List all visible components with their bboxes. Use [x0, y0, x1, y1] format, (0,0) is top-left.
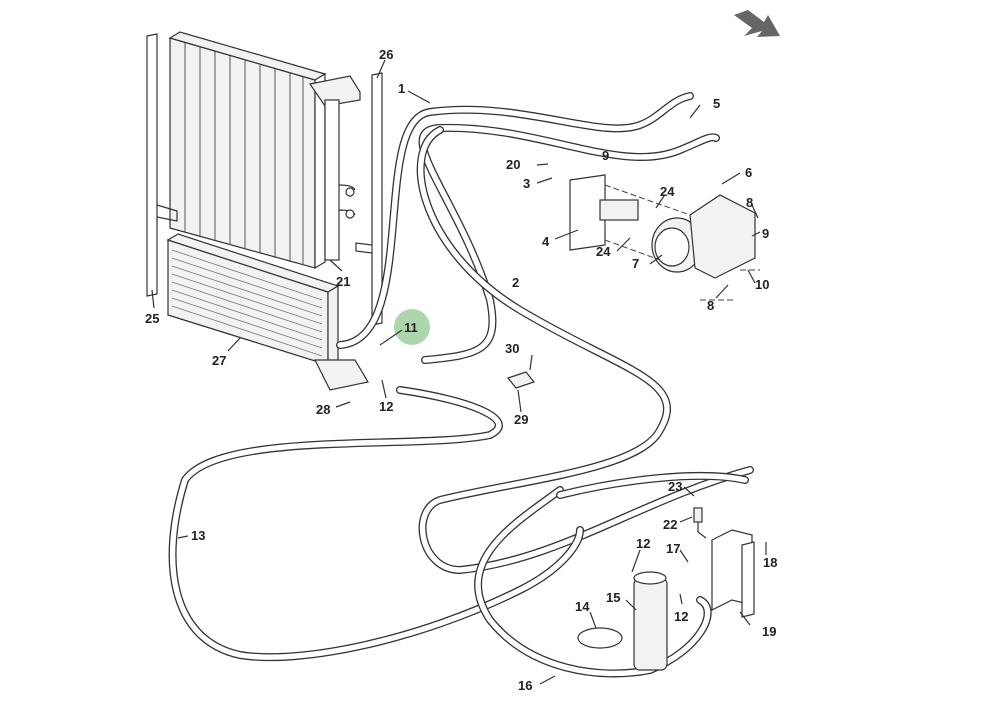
callout-8-bottom: 8	[707, 298, 714, 313]
arrow-right-down-icon	[734, 10, 780, 37]
callout-18: 18	[763, 555, 777, 570]
hose-2b	[416, 126, 754, 574]
hose-1	[336, 92, 694, 349]
clamp	[577, 627, 623, 649]
callout-6: 6	[745, 165, 752, 180]
assembly-lines	[604, 184, 760, 301]
callout-9-top: 9	[762, 226, 769, 241]
evaporator	[166, 233, 369, 391]
callout-1: 1	[398, 81, 405, 96]
hose-16	[474, 486, 712, 678]
callout-3: 3	[523, 176, 530, 191]
condenser	[168, 31, 361, 270]
callout-4: 4	[542, 234, 550, 249]
callout-19: 19	[762, 624, 776, 639]
callout-2: 2	[512, 275, 519, 290]
hose-to-compressor	[556, 471, 749, 499]
callout-23: 23	[668, 479, 682, 494]
callout-26: 26	[379, 47, 393, 62]
seal-strip-left	[146, 33, 178, 297]
pressure-switch	[693, 507, 707, 539]
callout-11: 11	[404, 320, 418, 335]
callout-21: 21	[336, 274, 350, 289]
callout-10: 10	[755, 277, 769, 292]
bracket	[711, 529, 755, 618]
receiver-drier	[633, 571, 668, 671]
callout-12-evap: 12	[379, 399, 393, 414]
callout-8-top: 8	[746, 195, 753, 210]
compressor-bracket	[569, 174, 639, 251]
callout-12-drier-right: 12	[674, 609, 688, 624]
callout-12-drier-top: 12	[636, 536, 650, 551]
leader-lines	[151, 59, 767, 685]
hose-13	[168, 386, 584, 662]
callout-labels: 1 2 3 4 5 6 7 8 8 9 9 10 11 12 12 12 13 …	[145, 47, 777, 693]
callout-14: 14	[575, 599, 590, 614]
callout-30: 30	[505, 341, 519, 356]
callout-5: 5	[713, 96, 720, 111]
callout-25: 25	[145, 311, 159, 326]
compressor	[651, 194, 756, 279]
seal-strip-right	[355, 72, 383, 326]
callout-27: 27	[212, 353, 226, 368]
callout-17: 17	[666, 541, 680, 556]
callout-9-clamp: 9	[602, 148, 609, 163]
callout-28: 28	[316, 402, 330, 417]
callout-20: 20	[506, 157, 520, 172]
hose-clip	[506, 371, 536, 389]
callout-7: 7	[632, 256, 639, 271]
callout-24-bottom: 24	[596, 244, 611, 259]
callout-24-top: 24	[660, 184, 675, 199]
callout-22: 22	[663, 517, 677, 532]
callout-15: 15	[606, 590, 620, 605]
callout-29: 29	[514, 412, 528, 427]
highlight-marker	[394, 309, 430, 345]
callout-16: 16	[518, 678, 532, 693]
callout-13: 13	[191, 528, 205, 543]
